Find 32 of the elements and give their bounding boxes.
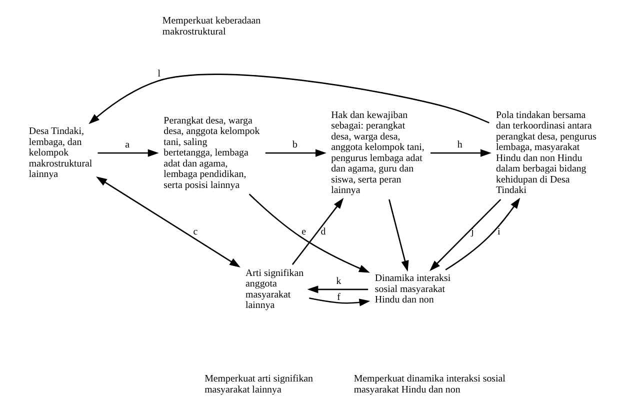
edge-label: k	[336, 276, 342, 288]
arrow	[98, 149, 159, 157]
arrow	[88, 74, 490, 124]
node-text: Pola tindakan bersama dan terkoordinasi antara perangkat desa, pengurus lembaga, masyarakat Hindu dan non Hindu dalam berbagai bidang kehidupan di Desa Tindaki	[496, 110, 596, 196]
label: Memperkuat arti signifikan masyarakat lainnya	[204, 374, 313, 396]
edge-label: e	[302, 226, 306, 238]
edge-label: a	[125, 140, 130, 151]
arrow	[430, 149, 492, 157]
edge-label: b	[292, 140, 298, 151]
node-text: Desa Tindaki, lembaga, dan kelompok makrostruktural lainnya	[28, 126, 92, 180]
node-text: Hak dan kewajiban sebagai: perangkat desa, warga desa, anggota kelompok tani, pengurus lembaga adat dan agama, guru dan siswa, serta peran lainnya	[331, 110, 424, 196]
arrow	[292, 198, 344, 265]
edge-label: c	[193, 226, 198, 238]
edge-label: i	[498, 226, 500, 238]
node-text: Arti signifikan anggota masyarakat lainnya	[246, 268, 304, 312]
edge-label: j	[471, 226, 474, 238]
edge-label: f	[337, 292, 340, 303]
arrow	[96, 176, 240, 268]
arrow	[307, 286, 368, 294]
edge-label: h	[457, 140, 462, 151]
arrow	[309, 297, 370, 306]
arrow	[445, 198, 520, 270]
node-text: Perangkat desa, warga desa, anggota kelompok tani, saling bertetangga, lembaga adat dan agama, lembaga pendidikan, serta posisi lainnya	[164, 115, 260, 191]
arrow	[430, 198, 502, 272]
edge-label: d	[320, 226, 326, 238]
arrow	[388, 199, 409, 272]
label: Memperkuat dinamika interaksi sosial masyarakat Hindu dan non	[354, 374, 506, 396]
arrow	[265, 149, 326, 157]
edge-label: l	[158, 68, 161, 80]
node-text: Dinamika interaksi sosial masyarakat Hindu dan non	[374, 273, 451, 306]
arrow	[248, 194, 370, 273]
label: Memperkuat keberadaan makrostruktural	[162, 16, 261, 38]
